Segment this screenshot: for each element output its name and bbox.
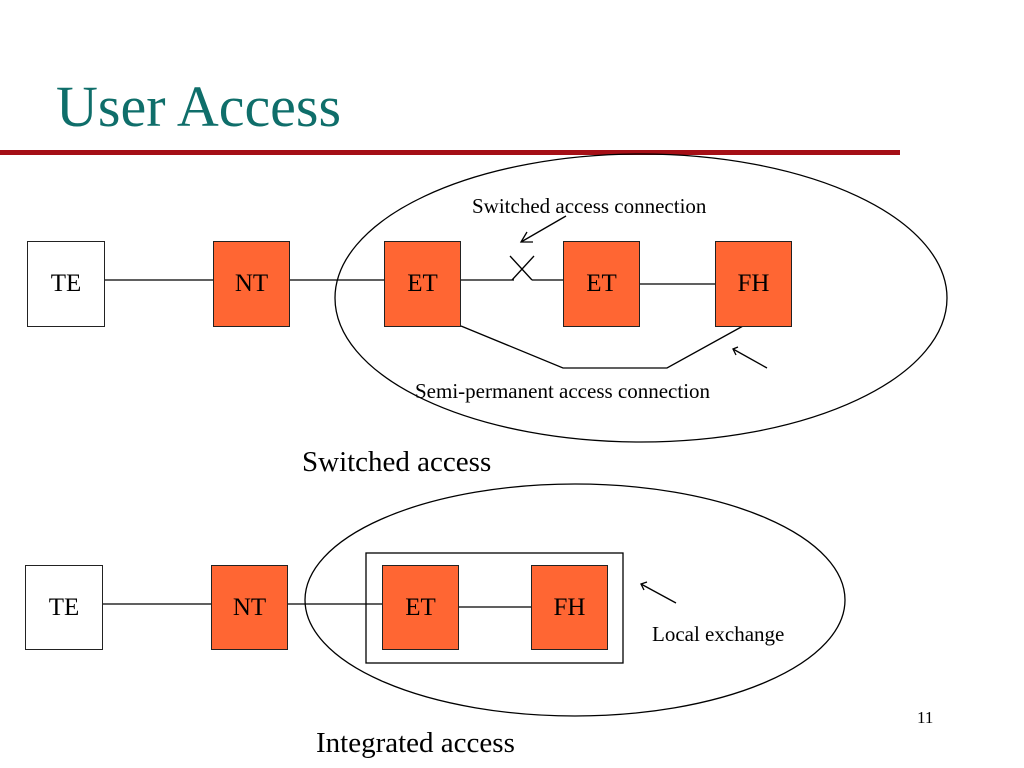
semi-permanent-arrow: [732, 348, 768, 369]
semi-permanent-path: [460, 325, 744, 369]
switched-access-ellipse: [334, 153, 948, 443]
et-box: ET: [382, 565, 459, 650]
te-box: TE: [25, 565, 103, 650]
te-box: TE: [27, 241, 105, 327]
et-box: ET: [563, 241, 640, 327]
local-exchange-label: Local exchange: [652, 622, 785, 646]
semi-permanent-label: Semi-permanent access connection: [415, 379, 711, 403]
switched-connection-label: Switched access connection: [472, 194, 707, 218]
fh-box: FH: [715, 241, 792, 327]
slide-title: User Access: [56, 74, 342, 139]
et-box: ET: [384, 241, 461, 327]
local-exchange-frame: [365, 552, 624, 664]
fh-box: FH: [531, 565, 608, 650]
page-number: 11: [917, 708, 934, 727]
nt-box: NT: [211, 565, 288, 650]
switch-symbol-a: [509, 255, 533, 281]
switch-symbol-b: [511, 255, 535, 281]
nt-box: NT: [213, 241, 290, 327]
local-exchange-arrow: [640, 583, 677, 604]
title-divider: [0, 150, 900, 155]
switched-connection-arrow: [520, 215, 567, 243]
integrated-access-ellipse: [304, 483, 846, 717]
integrated-access-caption: Integrated access: [316, 727, 515, 759]
switched-access-caption: Switched access: [302, 446, 492, 478]
